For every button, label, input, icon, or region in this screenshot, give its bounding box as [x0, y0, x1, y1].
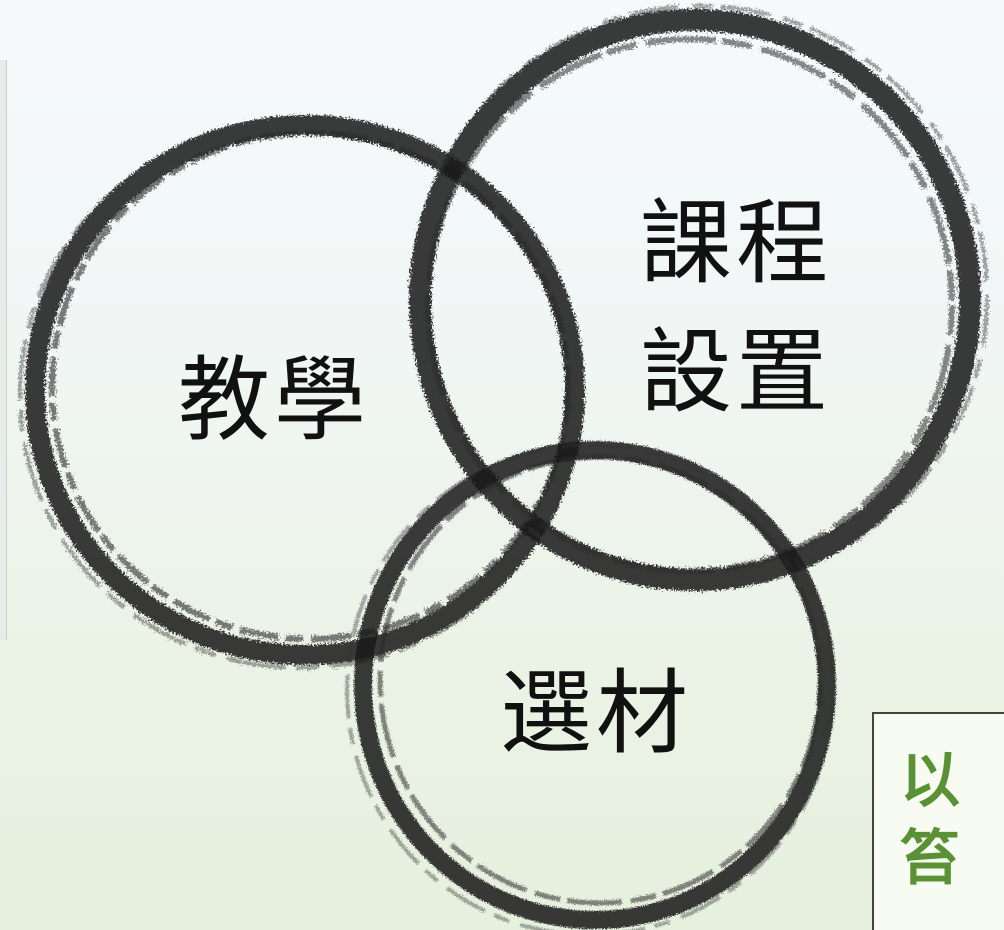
- ring-teaching: [18, 115, 585, 670]
- label-curriculum-line-1: 課程: [640, 190, 833, 297]
- note-line-1: 以: [900, 746, 960, 816]
- ring-materials: [345, 441, 836, 930]
- label-teaching: 教學: [178, 347, 371, 454]
- label-curriculum: 課程 設置: [640, 180, 832, 438]
- left-edge-panel: [0, 60, 7, 640]
- ring-curriculum: [409, 4, 989, 591]
- label-materials: 選材: [500, 660, 693, 767]
- note-box: 以 笞: [872, 712, 1004, 930]
- note-line-2: 笞: [900, 824, 960, 894]
- label-curriculum-line-2: 設置: [640, 318, 833, 426]
